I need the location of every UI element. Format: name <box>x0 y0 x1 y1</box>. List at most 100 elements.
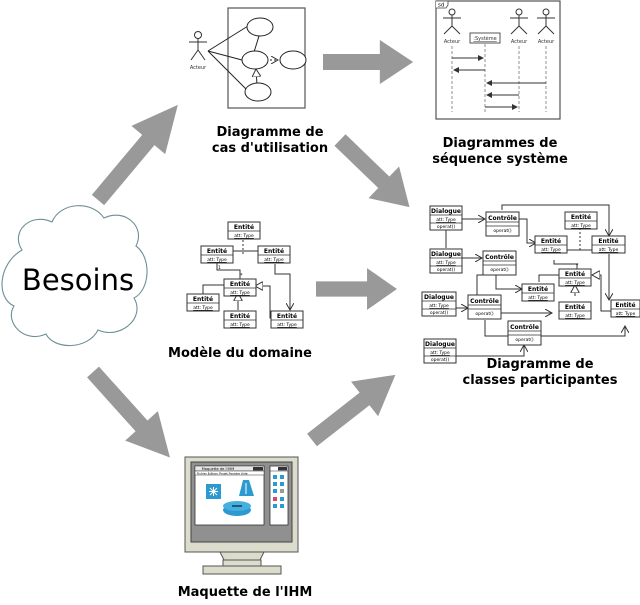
palette-tool-icons <box>273 475 284 508</box>
class-attribute: att: Type <box>234 233 254 239</box>
use-case-diagram: Acteur <box>189 7 307 109</box>
class-operation: operat() <box>437 267 456 273</box>
sequence-caption: Diagrammes de séquence système <box>430 136 570 168</box>
class-operation: operat() <box>490 267 509 273</box>
association-line <box>274 264 290 310</box>
actor-icon <box>443 8 461 35</box>
class-operation: operat() <box>515 337 534 343</box>
actor-label: Acteur <box>444 39 461 45</box>
class-name: Dialogue <box>431 251 461 258</box>
association-line <box>519 218 536 243</box>
window-control-buttons <box>253 467 263 471</box>
class-attribute: att: Type <box>264 257 284 263</box>
class-attribute: att: Type <box>565 280 585 286</box>
use-case-caption: Diagramme de cas d'utilisation <box>200 125 340 157</box>
class-name: Entité <box>193 296 213 303</box>
actor-label: Acteur <box>538 39 555 45</box>
control-class: Contrôle operat() <box>507 320 542 346</box>
use-case-caption-line2: cas d'utilisation <box>211 141 329 156</box>
association-line <box>495 270 522 289</box>
class-attribute: att: Type <box>436 217 456 223</box>
use-case-ellipse <box>246 17 274 37</box>
class-attribute: att: Type <box>436 260 456 266</box>
sequence-caption-line2: séquence système <box>432 152 568 167</box>
entity-class: Entité att: Type <box>534 235 568 254</box>
classes-caption-line2: classes participantes <box>462 373 618 388</box>
entity-class: Entité att: Type <box>564 211 598 230</box>
class-name: Entité <box>230 281 250 288</box>
besoins-cloud: Besoins <box>1 205 148 347</box>
class-attribute: att: Type <box>230 322 250 328</box>
association-line <box>501 204 609 236</box>
monitor-stand <box>222 559 262 567</box>
class-name: Contrôle <box>510 324 539 331</box>
multiplicity-one: 1 <box>218 265 221 271</box>
class-operation: operat() <box>431 357 450 363</box>
sequence-caption-line1: Diagrammes de <box>442 136 558 151</box>
arrow-besoins-to-usecase <box>81 90 195 215</box>
class-operation: operat() <box>493 228 512 234</box>
multiplicity-many: * <box>240 273 243 279</box>
class-name: Dialogue <box>431 208 461 215</box>
mockup-palette-window <box>269 465 289 526</box>
class-attribute: att: Type <box>277 322 297 328</box>
sequence-frame <box>435 0 561 120</box>
class-name: Entité <box>571 214 591 221</box>
class-operation: operat() <box>475 311 494 317</box>
domain-entity-class: Entité att: Type <box>223 310 257 329</box>
monitor-neck <box>219 551 265 561</box>
association-line <box>484 320 625 337</box>
class-attribute: att: Type <box>429 303 449 309</box>
use-case-ellipse <box>241 50 269 70</box>
domain-entity-class: Entité att: Type <box>186 293 220 312</box>
class-name: Entité <box>230 313 250 320</box>
actor-icon <box>510 8 528 35</box>
class-name: Entité <box>541 238 561 245</box>
class-attribute: att: Type <box>616 311 636 317</box>
entity-class: Entité att: Type <box>558 268 592 287</box>
class-name: Entité <box>528 286 548 293</box>
class-attribute: att: Type <box>565 313 585 319</box>
association-line <box>553 260 578 270</box>
class-attribute: att: Type <box>193 305 213 311</box>
system-lifeline-box <box>469 32 501 44</box>
class-attribute: att: Type <box>571 223 591 229</box>
class-name: Contrôle <box>488 215 517 222</box>
class-attribute: att: Type <box>541 247 561 253</box>
domain-entity-class: Entité att: Type <box>200 245 234 264</box>
class-attribute: att: Type <box>207 257 227 263</box>
mockup-caption-text: Maquette de l'IHM <box>177 585 313 600</box>
class-attribute: att: Type <box>528 295 548 301</box>
class-name: Entité <box>565 271 585 278</box>
class-name: Contrôle <box>470 298 499 305</box>
control-class: Contrôle operat() <box>467 294 502 320</box>
class-name: Entité <box>598 238 618 245</box>
actor-label: Acteur <box>511 39 528 45</box>
association-line <box>456 345 524 357</box>
actor-icon <box>189 31 207 61</box>
class-operation: operat() <box>430 310 449 316</box>
besoins-label: Besoins <box>22 263 134 297</box>
mockup-window-title: Maquette de l'IHM <box>202 467 235 471</box>
class-operation: operat() <box>437 224 456 230</box>
arrow-domain-to-classes <box>316 268 397 310</box>
use-case-ellipse <box>244 82 272 102</box>
sd-frame-label: sd <box>438 3 444 9</box>
classes-caption: Diagramme de classes participantes <box>460 357 620 389</box>
system-label: :Système <box>473 35 496 42</box>
use-case-ellipse <box>279 50 307 70</box>
class-name: Entité <box>207 248 227 255</box>
domain-model-caption: Modèle du domaine <box>160 346 320 362</box>
association-line <box>216 263 241 279</box>
